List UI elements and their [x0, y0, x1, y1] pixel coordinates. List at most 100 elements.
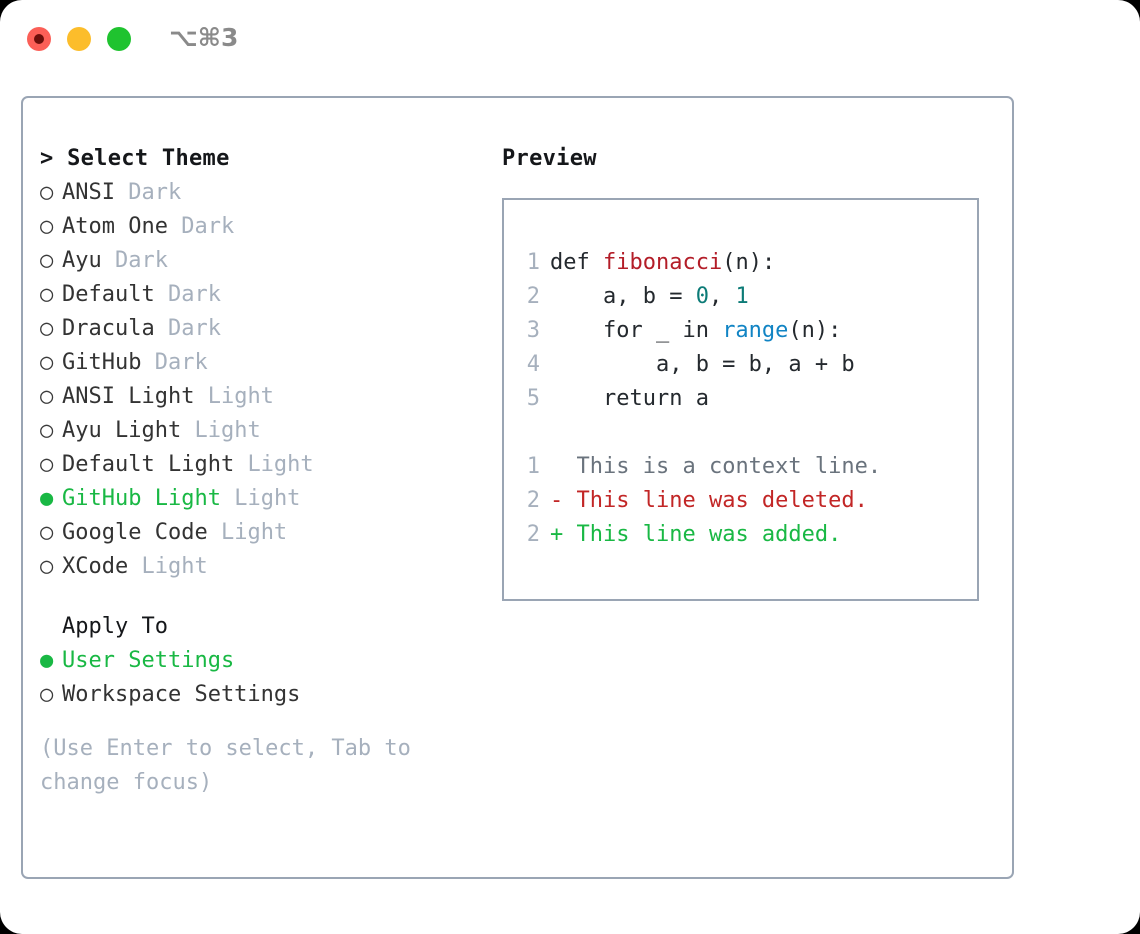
radio-selected-icon: ● [40, 486, 54, 511]
diff-text: This is a context line. [576, 454, 882, 479]
spacer [234, 452, 247, 477]
diff-text: This line was deleted. [576, 488, 868, 513]
blank-line [516, 416, 971, 450]
theme-kind-badge: Dark [128, 180, 182, 205]
line-number: 5 [526, 386, 540, 411]
line-number: 2 [526, 488, 540, 513]
theme-name: Default [62, 282, 155, 307]
spacer [40, 712, 490, 732]
theme-name: ANSI Light [62, 384, 195, 409]
theme-picker-column: > Select Theme ○ANSI Dark○Atom One Dark○… [40, 142, 490, 800]
theme-name: GitHub [62, 350, 142, 375]
line-number: 3 [526, 318, 540, 343]
theme-list-item[interactable]: ○Default Light Light [40, 448, 490, 482]
line-number: 2 [526, 522, 540, 547]
radio-unselected-icon: ○ [40, 418, 54, 443]
preview-title: Preview [502, 146, 597, 171]
line-number: 2 [526, 284, 540, 309]
code-token: range [722, 318, 789, 343]
radio-unselected-icon: ○ [40, 452, 54, 477]
line-number: 1 [526, 250, 540, 275]
diff-line: 2 + This line was added. [516, 518, 971, 552]
diff-text: This line was added. [576, 522, 842, 547]
radio-unselected-icon: ○ [40, 214, 54, 239]
spacer [155, 316, 168, 341]
code-line: 5 return a [516, 382, 971, 416]
theme-kind-badge: Dark [115, 248, 168, 273]
theme-list-item[interactable]: ○ Google Code Light [40, 516, 490, 550]
diff-marker: - [550, 488, 577, 513]
apply-to-option[interactable]: ● User Settings [40, 644, 490, 678]
code-token: return a [550, 386, 709, 411]
code-token: a, b = [550, 284, 696, 309]
radio-unselected-icon: ○ [40, 350, 54, 375]
theme-list-item[interactable]: ○Atom One Dark [40, 210, 490, 244]
diff-line: 1 This is a context line. [516, 450, 971, 484]
content-panel: > Select Theme ○ANSI Dark○Atom One Dark○… [21, 96, 1014, 879]
theme-list-item[interactable]: ○Dracula Dark [40, 312, 490, 346]
theme-name: XCode [62, 554, 129, 579]
theme-list-item[interactable]: ○Ayu Dark [40, 244, 490, 278]
theme-list-item[interactable]: ○ Ayu Light Light [40, 414, 490, 448]
apply-to-option-label: User Settings [62, 648, 235, 673]
theme-kind-badge: Light [220, 520, 288, 545]
theme-kind-badge: Light [207, 384, 274, 409]
theme-list-item[interactable]: ○ ANSI Dark [40, 176, 490, 210]
radio-unselected-icon: ○ [40, 384, 54, 409]
theme-list-item[interactable]: ● GitHub Light Light [40, 482, 490, 516]
code-token: fibonacci [602, 250, 723, 275]
select-theme-header: > Select Theme [40, 146, 230, 171]
theme-list-item[interactable]: ○ ANSI Light Light [40, 380, 490, 414]
radio-unselected-icon: ○ [40, 180, 54, 205]
radio-unselected-icon: ○ [40, 316, 54, 341]
code-token: (n): [788, 318, 842, 343]
code-token: for _ in [550, 318, 723, 343]
spacer [115, 180, 128, 205]
theme-name: Google Code [62, 520, 208, 545]
radio-unselected-icon: ○ [40, 682, 54, 707]
theme-list-item[interactable]: ○Default Dark [40, 278, 490, 312]
close-icon [34, 34, 44, 44]
diff-marker [550, 454, 577, 479]
code-token: def [550, 250, 603, 275]
theme-kind-badge: Light [141, 554, 208, 579]
theme-name: ANSI [62, 180, 115, 205]
code-line: 2 a, b = 0, 1 [516, 280, 971, 314]
theme-kind-badge: Light [194, 418, 261, 443]
theme-list-item[interactable]: ○GitHub Dark [40, 346, 490, 380]
apply-to-option[interactable]: ○Workspace Settings [40, 678, 490, 712]
radio-selected-icon: ● [40, 648, 54, 673]
code-line: 1 def fibonacci(n): [516, 246, 971, 280]
spacer [40, 584, 490, 610]
spacer [128, 554, 141, 579]
spacer [155, 282, 168, 307]
window-title: ⌥⌘3 [169, 23, 239, 52]
keyboard-hint: (Use Enter to select, Tab to change focu… [40, 736, 425, 795]
spacer [208, 520, 221, 545]
radio-unselected-icon: ○ [40, 554, 54, 579]
theme-kind-badge: Light [234, 486, 301, 511]
code-token: 1 [735, 284, 749, 309]
spacer [221, 486, 234, 511]
radio-unselected-icon: ○ [40, 520, 54, 545]
theme-name: GitHub Light [62, 486, 221, 511]
zoom-window-button[interactable] [107, 27, 131, 51]
code-token: 0 [695, 284, 709, 309]
spacer [102, 248, 115, 273]
diff-marker: + [550, 522, 577, 547]
theme-kind-badge: Dark [167, 282, 221, 307]
theme-kind-badge: Dark [181, 214, 235, 239]
theme-list: ○ANSI Dark○Atom One Dark○Ayu Dark○Defaul… [40, 176, 490, 584]
theme-list-item[interactable]: ○ XCode Light [40, 550, 490, 584]
theme-kind-badge: Dark [167, 316, 221, 341]
line-number: 1 [526, 454, 540, 479]
title-bar: ⌥⌘3 [0, 0, 1140, 78]
theme-name: Ayu Light [62, 418, 182, 443]
spacer [181, 418, 194, 443]
code-token: , [708, 284, 736, 309]
code-token: (n): [722, 250, 776, 275]
minimize-window-button[interactable] [67, 27, 91, 51]
